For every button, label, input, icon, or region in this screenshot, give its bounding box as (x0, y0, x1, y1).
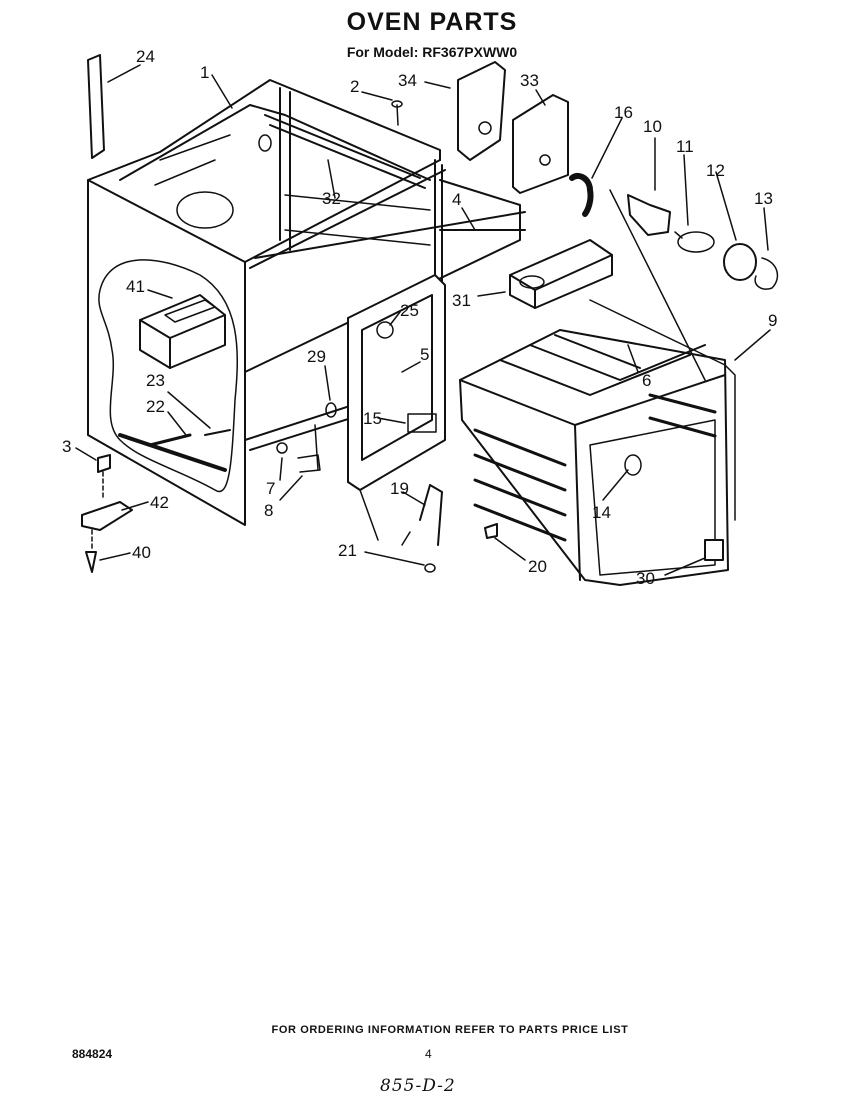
callout-24: 24 (136, 47, 155, 66)
oven-liner (459, 299, 736, 586)
callout-40: 40 (132, 543, 151, 562)
callout-1: 1 (200, 63, 209, 82)
page-number: 4 (425, 1047, 432, 1061)
callout-11: 11 (676, 137, 694, 156)
callout-labels: 1 2 3 4 5 6 7 8 9 10 11 12 13 14 15 16 1… (62, 47, 777, 588)
callout-5: 5 (420, 345, 429, 364)
callout-4: 4 (452, 190, 461, 209)
page-title: OVEN PARTS (346, 8, 518, 36)
callout-34: 34 (398, 71, 417, 90)
handwritten-note: 855-D-2 (380, 1076, 456, 1096)
callout-33: 33 (520, 71, 539, 90)
callout-8: 8 (264, 501, 273, 520)
ignitor-tube (569, 172, 594, 217)
callout-19: 19 (390, 479, 409, 498)
callout-13: 13 (754, 189, 773, 208)
callout-16: 16 (614, 103, 633, 122)
callout-20: 20 (528, 557, 547, 576)
callout-6: 6 (642, 371, 651, 390)
callout-41: 41 (126, 277, 145, 296)
callout-23: 23 (146, 371, 165, 390)
callout-3: 3 (62, 437, 71, 456)
callout-30: 30 (636, 569, 655, 588)
callout-10: 10 (643, 117, 662, 136)
callout-21: 21 (338, 541, 357, 560)
oven-parts-exploded-diagram: 1 2 3 4 5 6 7 8 9 10 11 12 13 14 15 16 1… (62, 47, 779, 588)
document-number: 884824 (72, 1047, 113, 1061)
heat-shields (457, 61, 569, 194)
callout-15: 15 (363, 409, 382, 428)
callout-14: 14 (592, 503, 611, 522)
callout-12: 12 (706, 161, 725, 180)
callout-42: 42 (150, 493, 169, 512)
junction-box (139, 294, 226, 369)
callout-32: 32 (322, 189, 341, 208)
light-assembly (609, 189, 779, 381)
callout-2: 2 (350, 77, 359, 96)
callout-25: 25 (400, 301, 419, 320)
leader-arrows (75, 64, 771, 576)
small-parts (81, 54, 498, 573)
burner-31 (509, 239, 613, 309)
callout-22: 22 (146, 397, 165, 416)
callout-9: 9 (768, 311, 777, 330)
ordering-note: FOR ORDERING INFORMATION REFER TO PARTS … (271, 1024, 629, 1036)
model-subtitle: For Model: RF367PXWW0 (346, 44, 518, 60)
callout-29: 29 (307, 347, 326, 366)
callout-31: 31 (452, 291, 471, 310)
callout-7: 7 (266, 479, 275, 498)
